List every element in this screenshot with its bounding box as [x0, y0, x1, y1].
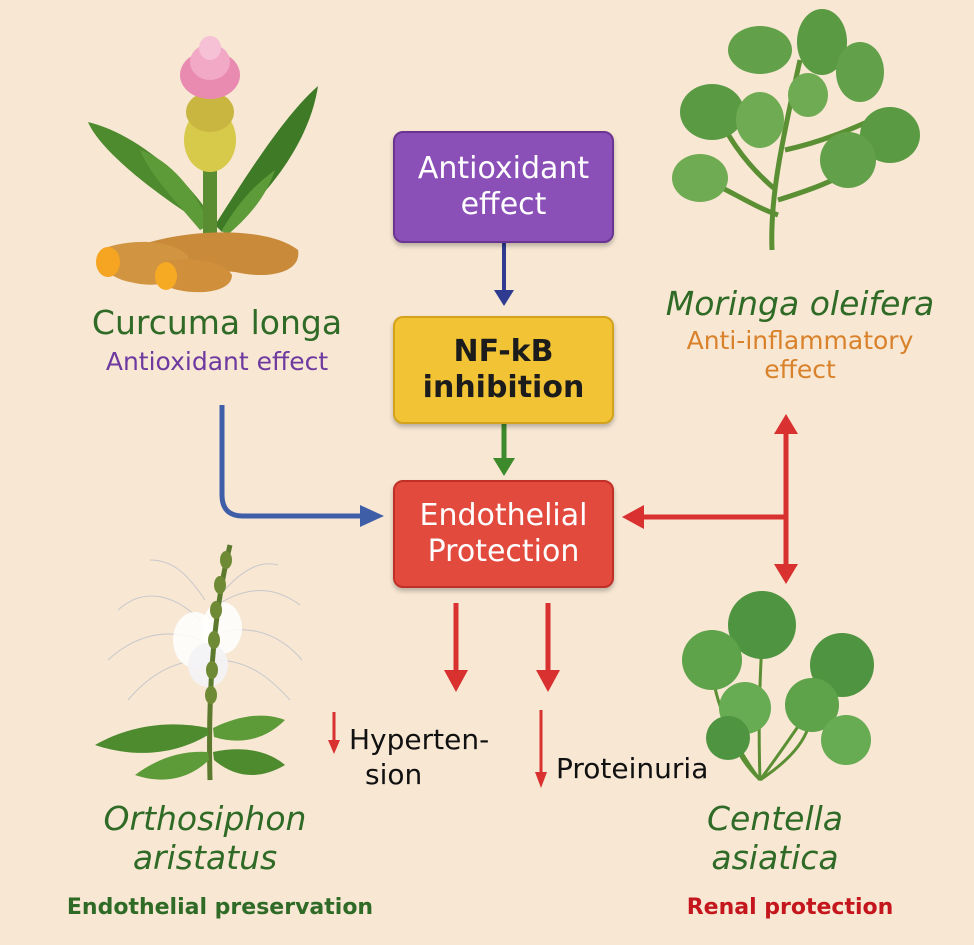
arrow-red-connector: [622, 414, 798, 584]
centella-effect: Renal protection: [686, 895, 894, 920]
arrow-nfkb-to-endothelial: [493, 424, 515, 476]
nfkb-inhibition-box: NF-kB inhibition: [393, 316, 614, 424]
antioxidant-box-line2: effect: [460, 187, 547, 222]
nfkb-box-line1: NF-kB: [453, 334, 554, 369]
orthosiphon-name-line1: Orthosiphon: [103, 799, 307, 838]
arrow-curcuma-to-endothelial: [219, 405, 384, 527]
hypertension-line1: Hyperten-: [349, 723, 490, 756]
centella-label-group: Centella asiatica: [640, 799, 910, 878]
decrease-proteinuria-icon: [535, 710, 547, 788]
moringa-effect-line2: effect: [764, 355, 836, 385]
arrow-antioxidant-to-nfkb: [494, 243, 514, 306]
moringa-effect-line1: Anti-inflammatory: [686, 325, 914, 355]
orthosiphon-flower-icon: [95, 544, 303, 781]
centella-name-line1: Centella: [706, 799, 844, 838]
arrow-to-proteinuria: [536, 603, 560, 692]
moringa-name: Moringa oleifera: [665, 284, 935, 323]
centella-leaves-icon: [682, 591, 874, 782]
orthosiphon-name-line2: aristatus: [132, 837, 278, 877]
antioxidant-box-line1: Antioxidant: [417, 151, 590, 186]
proteinuria-label: Proteinuria: [556, 752, 709, 785]
endothelial-box-line2: Protection: [427, 534, 580, 569]
endothelial-box-line1: Endothelial: [419, 498, 588, 533]
centella-name-line2: asiatica: [711, 837, 839, 877]
decrease-hypertension-icon: [328, 712, 340, 754]
hypertension-line2: sion: [365, 758, 423, 791]
curcuma-effect: Antioxidant effect: [105, 346, 329, 376]
moringa-label-group: Moringa oleifera Anti-inflammatory effec…: [635, 284, 965, 385]
orthosiphon-label-group: Orthosiphon aristatus: [40, 799, 370, 878]
endothelial-protection-box: Endothelial Protection: [393, 480, 614, 588]
curcuma-name: Curcuma longa: [91, 303, 343, 342]
hypertension-label: Hyperten- sion: [349, 722, 489, 792]
antioxidant-effect-box: Antioxidant effect: [393, 131, 614, 243]
arrow-to-hypertension: [444, 603, 468, 692]
nfkb-box-line2: inhibition: [422, 370, 585, 405]
curcuma-label-group: Curcuma longa Antioxidant effect: [52, 303, 382, 376]
moringa-branch-icon: [672, 9, 920, 251]
turmeric-plant-icon: [88, 36, 318, 293]
orthosiphon-effect: Endothelial preservation: [66, 895, 374, 920]
